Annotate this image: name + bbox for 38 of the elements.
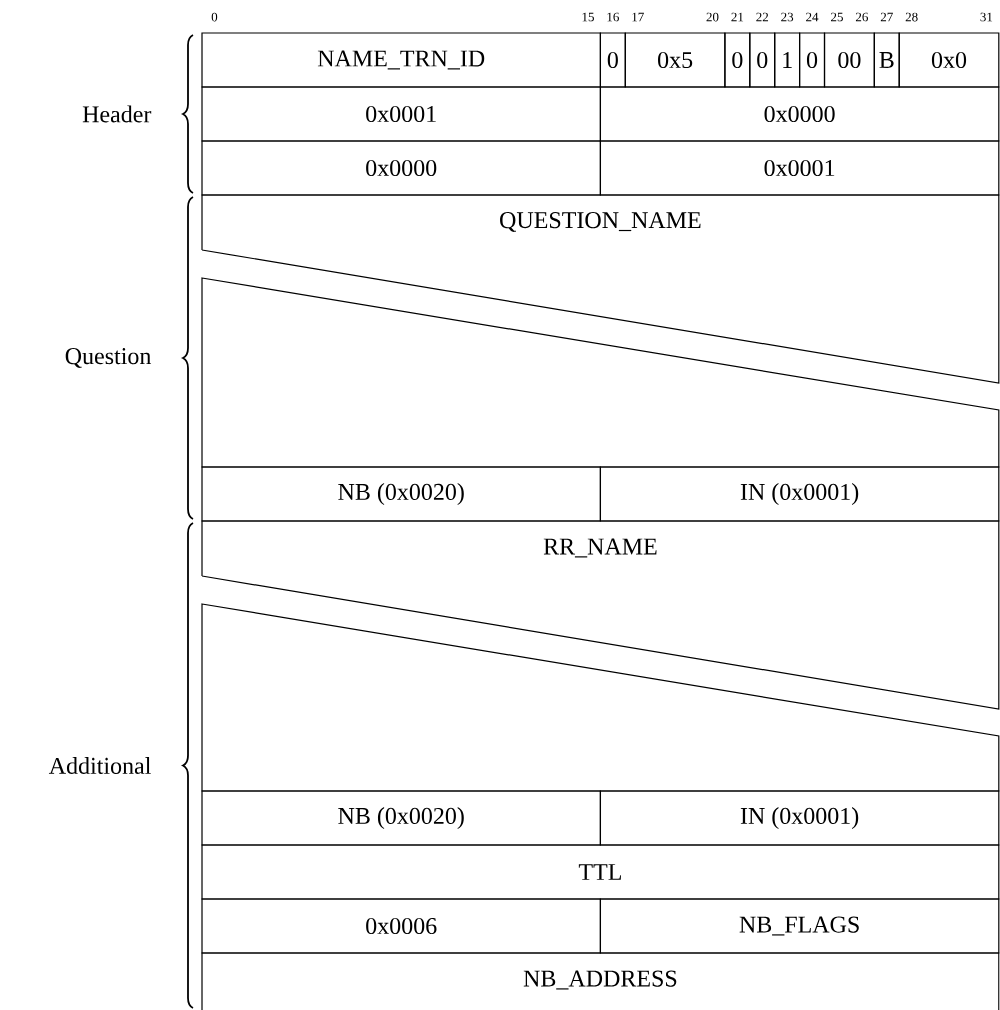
field-box: B xyxy=(873,32,900,88)
field-box: NAME_TRN_ID xyxy=(201,32,601,88)
node-label: QUESTION_NAME xyxy=(500,212,701,232)
field-box: 0x0001 xyxy=(201,86,601,142)
field-box: NB_FLAGS xyxy=(599,898,1000,954)
bit-number: 23 xyxy=(781,12,794,22)
bit-number: 26 xyxy=(855,12,868,22)
field-box: 0x0 xyxy=(898,32,1000,88)
bit-number: 20 xyxy=(706,12,719,22)
bit-number: 17 xyxy=(632,12,644,22)
field-box: 0x0006 xyxy=(201,898,601,954)
bit-number: 25 xyxy=(831,12,843,22)
field-box: IN (0x0001) xyxy=(599,466,1000,522)
bit-number: 21 xyxy=(731,12,744,22)
field-box: 0 xyxy=(724,32,751,88)
field-box: 0x0000 xyxy=(599,86,1000,142)
field-box: 00 xyxy=(823,32,875,88)
field-box: NB_ADDRESS xyxy=(201,952,1000,1010)
bit-number: 28 xyxy=(905,12,918,22)
field-box: 0 xyxy=(799,32,826,88)
bit-number: 27 xyxy=(880,12,893,22)
field-box: NB (0x0020) xyxy=(201,466,601,522)
field-box: 0x0001 xyxy=(599,140,1000,196)
bit-number: 22 xyxy=(756,12,768,22)
bit-number: 15 xyxy=(582,12,594,22)
field-box: IN (0x0001) xyxy=(599,790,1000,846)
field-box: 0 xyxy=(749,32,776,88)
section-label: Question xyxy=(65,348,152,368)
field-box: 1 xyxy=(774,32,801,88)
field-box: 0 xyxy=(599,32,626,88)
field-box: 0x0000 xyxy=(201,140,601,196)
field-box: TTL xyxy=(201,844,1000,900)
section-label: Additional xyxy=(48,757,151,774)
bit-number: 16 xyxy=(607,12,619,22)
section-label: Header xyxy=(82,105,152,123)
bit-number: 24 xyxy=(806,12,819,22)
field-box: 0x5 xyxy=(624,32,726,88)
field-box: NB (0x0020) xyxy=(201,790,601,846)
